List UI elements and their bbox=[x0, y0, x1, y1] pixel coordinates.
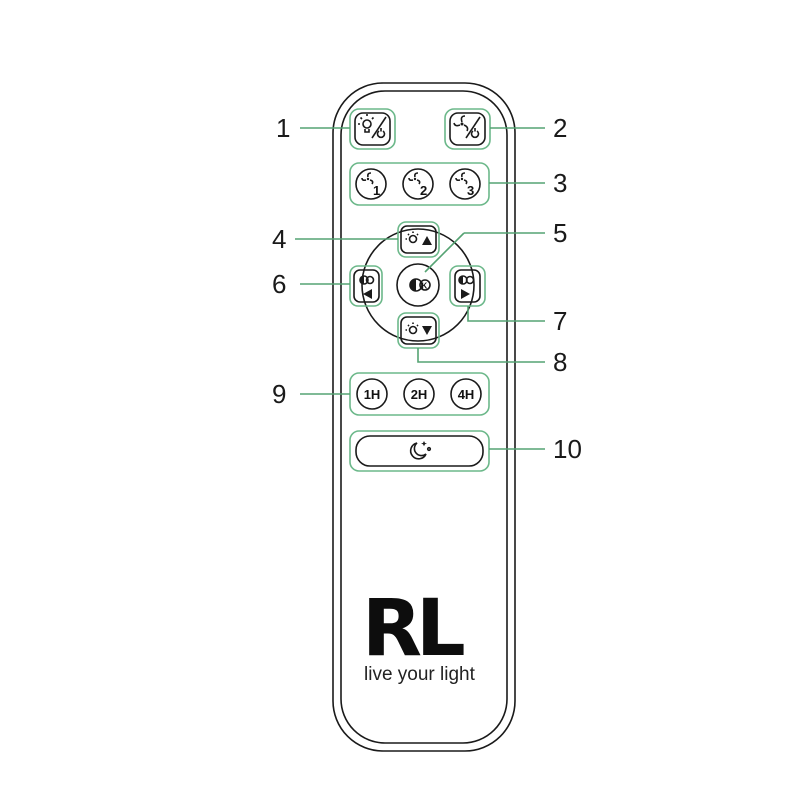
remote-body-outer bbox=[332, 82, 516, 752]
callout-label-6: 6 bbox=[272, 269, 286, 299]
timer-2h-button[interactable]: 2H bbox=[403, 378, 435, 410]
fan-power-icon bbox=[453, 115, 481, 139]
leader-line-7 bbox=[467, 306, 545, 322]
fan-speed-2-button[interactable]: 2 bbox=[402, 168, 434, 200]
cct-left-button[interactable] bbox=[349, 265, 383, 307]
color-temperature-icon bbox=[409, 278, 431, 292]
fan-speed-3-button[interactable]: 3 bbox=[449, 168, 481, 200]
callout-label-1: 1 bbox=[276, 113, 290, 143]
callout-frame-1 bbox=[349, 108, 396, 150]
timer-4h-button[interactable]: 4H bbox=[450, 378, 482, 410]
brightness-down-key bbox=[400, 316, 437, 345]
fan-speed-1-button[interactable]: 1 bbox=[355, 168, 387, 200]
brand-tagline: live your light bbox=[364, 664, 476, 685]
fan-power-key bbox=[449, 112, 486, 146]
fan-speed-2-label: 2 bbox=[420, 183, 427, 198]
timer-1h-button[interactable]: 1H bbox=[356, 378, 388, 410]
cct-center-k: K bbox=[422, 282, 428, 291]
fan-speed-1-label: 1 bbox=[373, 183, 380, 198]
callout-label-3: 3 bbox=[553, 168, 567, 198]
callout-frame-6 bbox=[349, 265, 383, 307]
dpad-ring bbox=[361, 228, 475, 342]
bulb-icon bbox=[405, 231, 419, 244]
callout-label-10: 10 bbox=[553, 434, 582, 464]
callout-label-5: 5 bbox=[553, 218, 567, 248]
brightness-up-key bbox=[400, 225, 437, 254]
brightness-down-button[interactable] bbox=[397, 312, 440, 349]
callout-label-7: 7 bbox=[553, 306, 567, 336]
leader-line-5-diagonal bbox=[424, 232, 465, 273]
arrow-up-icon bbox=[422, 236, 432, 245]
cct-center-button[interactable]: K bbox=[396, 263, 440, 307]
callout-frame-2 bbox=[444, 108, 491, 150]
arrow-left-icon bbox=[363, 289, 372, 299]
callout-label-8: 8 bbox=[553, 347, 567, 377]
night-mode-button[interactable] bbox=[355, 435, 484, 467]
cct-right-button[interactable] bbox=[449, 265, 486, 307]
callout-label-9: 9 bbox=[272, 379, 286, 409]
arrow-right-icon bbox=[461, 289, 470, 299]
fan-icon bbox=[408, 172, 421, 185]
brightness-up-button[interactable] bbox=[397, 221, 440, 258]
cct-left-key bbox=[353, 269, 380, 303]
fan-icon bbox=[455, 172, 468, 185]
light-power-key bbox=[354, 112, 391, 146]
callout-frame-3 bbox=[349, 162, 490, 206]
bulb-power-icon bbox=[358, 114, 387, 139]
callout-label-4: 4 bbox=[272, 224, 286, 254]
fan-power-button[interactable] bbox=[444, 108, 491, 150]
timer-2h-label: 2H bbox=[411, 387, 428, 402]
color-temperature-icon bbox=[458, 275, 475, 285]
moon-stars-icon bbox=[409, 441, 432, 460]
cct-right-key bbox=[454, 269, 481, 303]
fan-speed-3-label: 3 bbox=[467, 183, 474, 198]
color-temperature-icon bbox=[359, 275, 375, 285]
bulb-icon bbox=[405, 322, 419, 335]
callout-label-2: 2 bbox=[553, 113, 567, 143]
callout-frame-10 bbox=[349, 430, 490, 472]
fan-icon bbox=[361, 172, 374, 185]
remote-body-inner bbox=[340, 90, 508, 744]
timer-4h-label: 4H bbox=[458, 387, 475, 402]
timer-1h-label: 1H bbox=[364, 387, 381, 402]
light-power-button[interactable] bbox=[349, 108, 396, 150]
arrow-down-icon bbox=[422, 326, 432, 335]
leader-line-8 bbox=[417, 348, 545, 363]
brand-logo: RL bbox=[362, 584, 464, 674]
